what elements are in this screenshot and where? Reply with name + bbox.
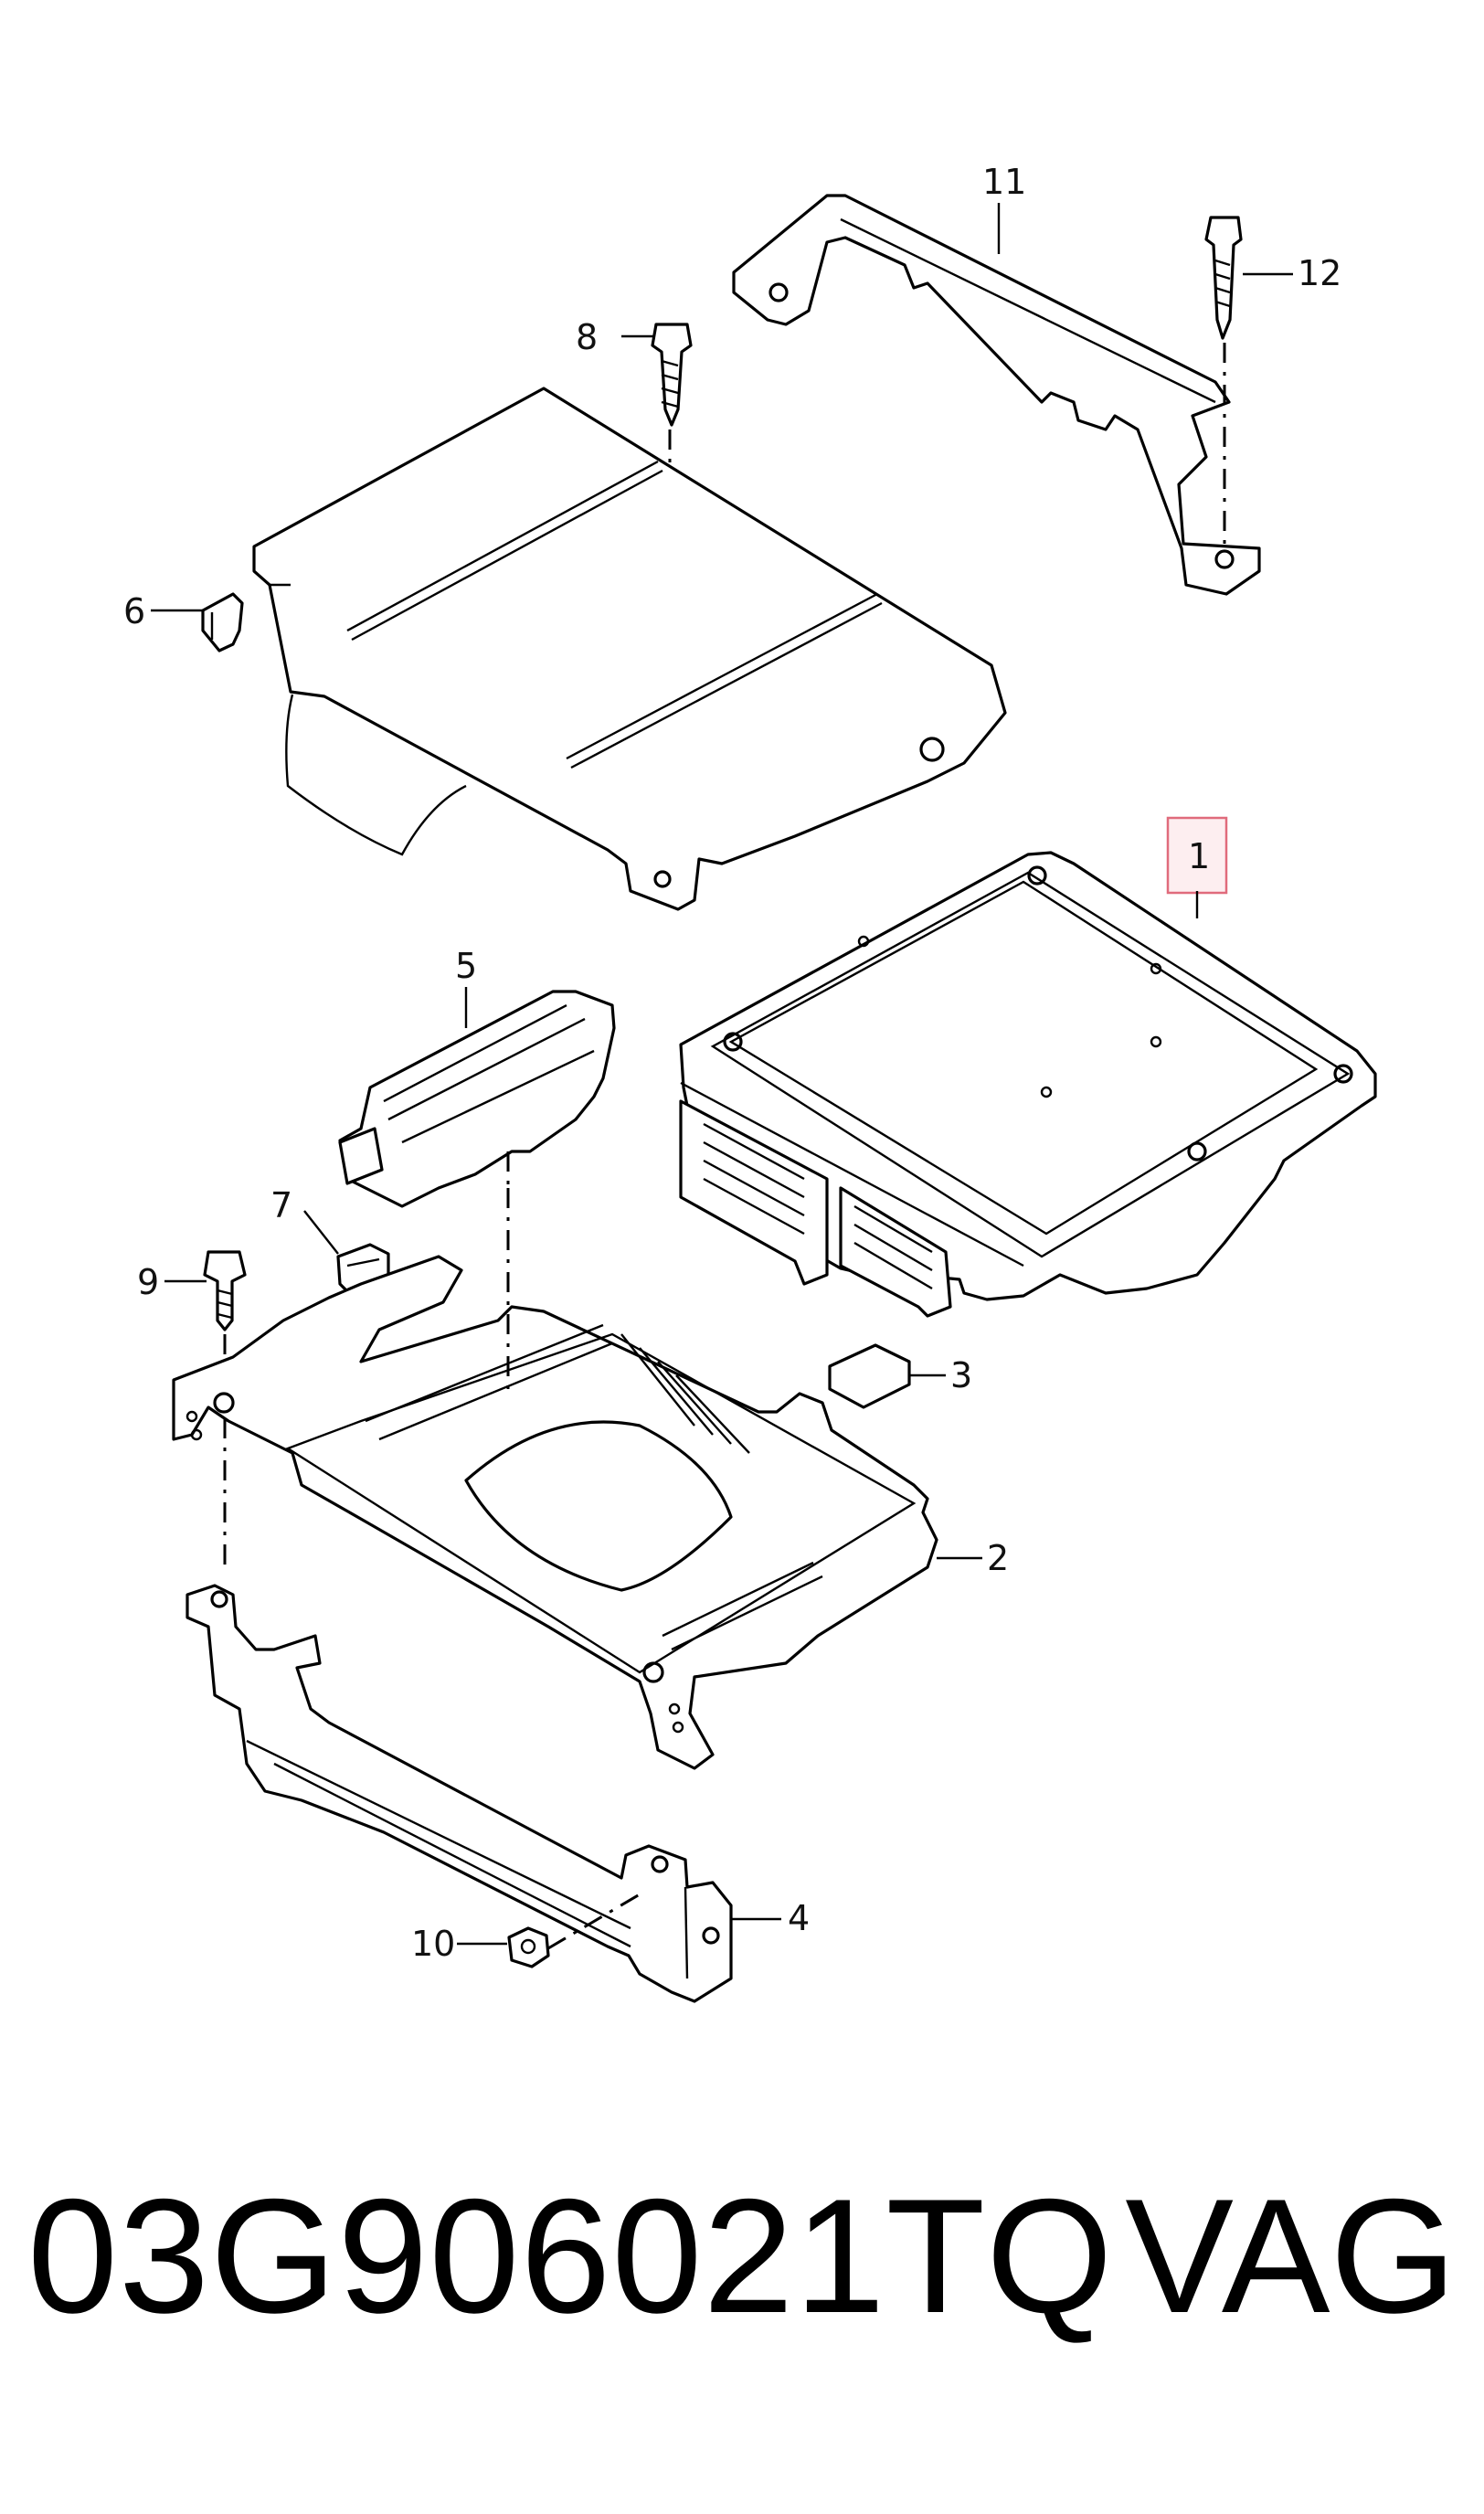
leader-lines <box>151 203 1293 1946</box>
part-3-pad <box>828 1343 911 1409</box>
callout-1: 1 <box>1188 836 1210 876</box>
part-5-holder <box>338 990 616 1208</box>
callout-labels: 1 2 3 4 5 6 7 8 9 10 11 12 <box>123 162 1341 1964</box>
callout-1-highlight <box>1166 816 1228 895</box>
callout-6: 6 <box>123 591 145 631</box>
callout-9: 9 <box>137 1262 159 1302</box>
part-number: 03G906021TQ <box>27 2165 1114 2347</box>
callout-2: 2 <box>987 1538 1009 1578</box>
callout-4: 4 <box>788 1898 810 1938</box>
part-11-bracket <box>732 194 1261 596</box>
callout-12: 12 <box>1298 253 1341 293</box>
callout-8: 8 <box>576 317 598 357</box>
brand-label: VAG <box>1125 2165 1457 2347</box>
footer: 03G906021TQ VAG <box>27 2175 1457 2358</box>
part-2-tray <box>172 1188 938 1770</box>
part-9-bolt <box>203 1250 247 1572</box>
callout-11: 11 <box>982 162 1026 202</box>
part-12-screw <box>1204 216 1243 548</box>
part-10-nut <box>507 1890 645 1968</box>
cover-plate <box>252 387 1007 911</box>
callout-10: 10 <box>411 1924 455 1964</box>
part-6-clip <box>201 592 244 652</box>
callout-7: 7 <box>270 1185 292 1225</box>
part-1-control-unit <box>679 851 1377 1318</box>
callout-5: 5 <box>455 946 477 986</box>
callout-3: 3 <box>950 1355 972 1395</box>
part-4-bracket <box>186 1584 733 2003</box>
